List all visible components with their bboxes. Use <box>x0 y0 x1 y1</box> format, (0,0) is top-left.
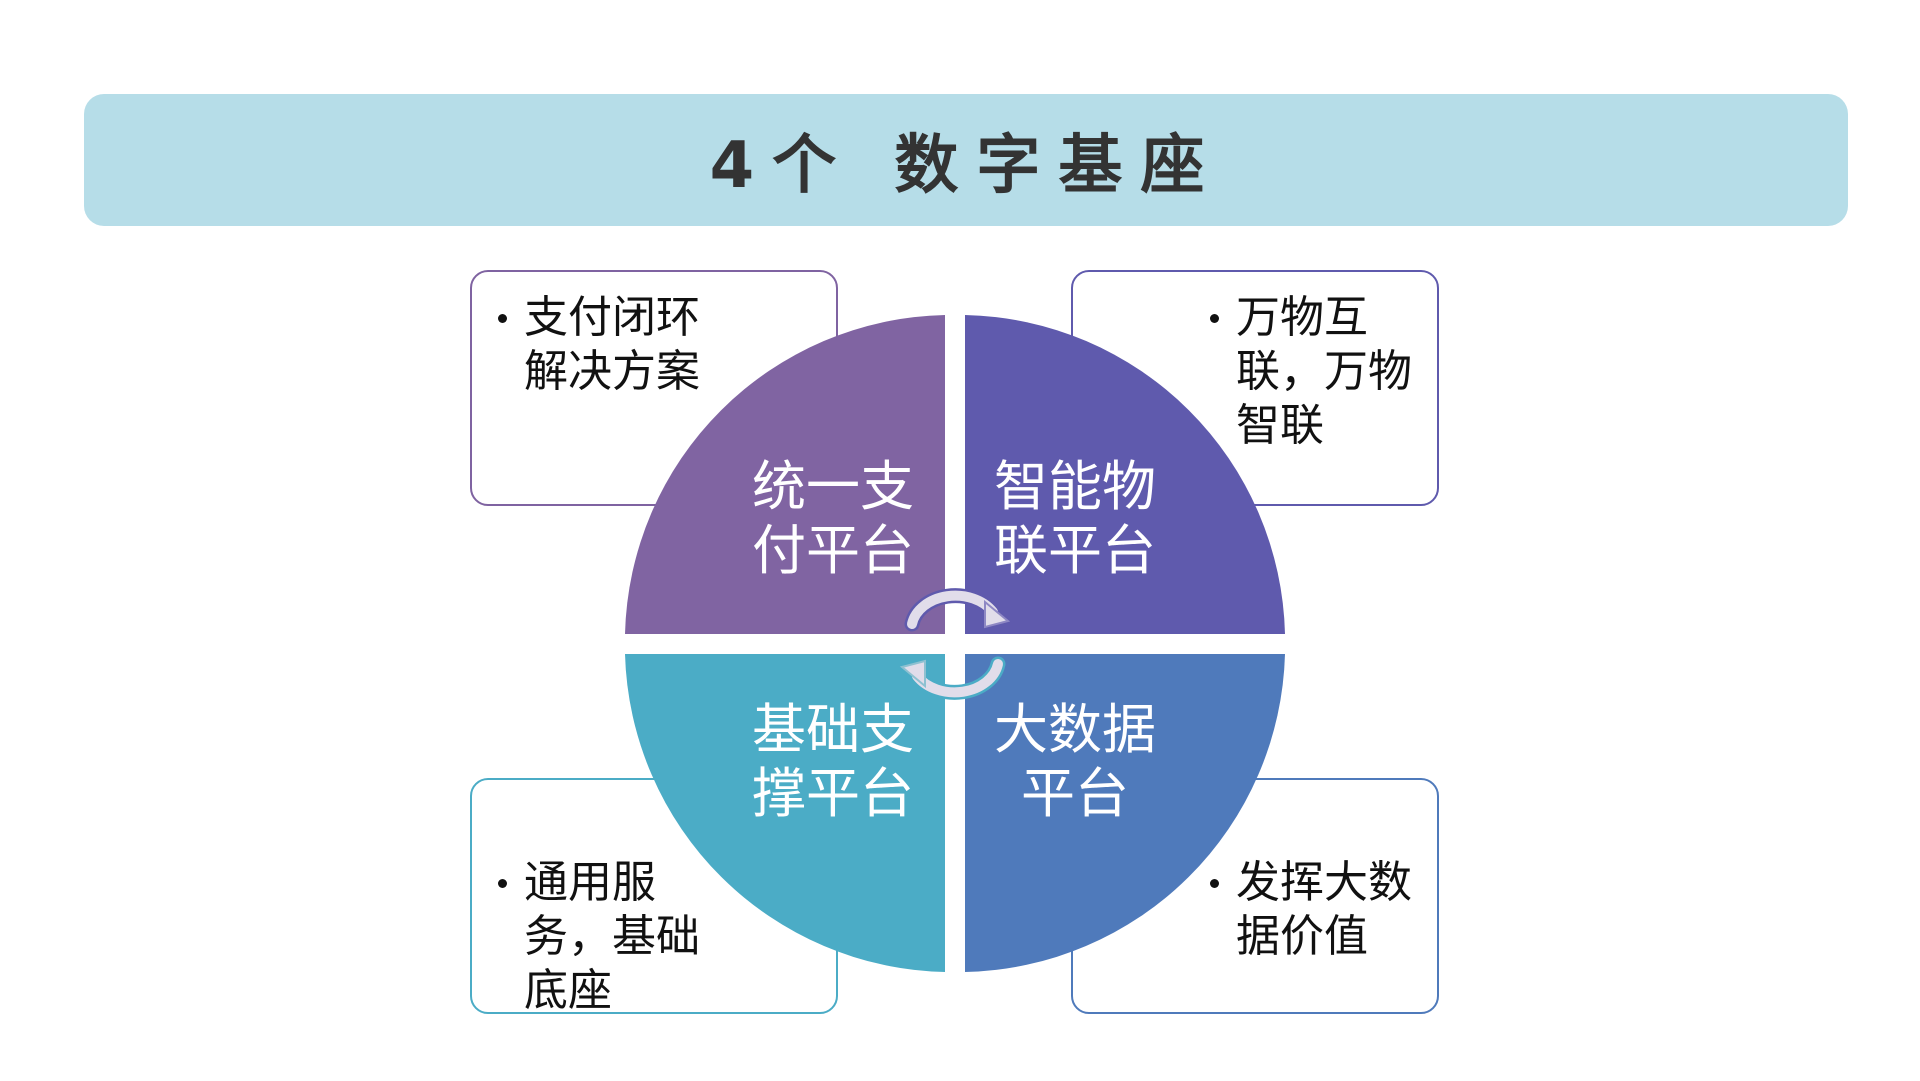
page-title: 4个 数字基座 <box>709 129 1223 203</box>
bullet-dot-icon <box>1210 879 1219 888</box>
bullet-payment: 支付闭环解决方案 <box>498 291 724 399</box>
bullet-infrastructure: 通用服务，基础底座 <box>498 856 724 1018</box>
bullet-dot-icon <box>498 879 507 888</box>
bullet-text: 发挥大数据价值 <box>1236 857 1412 962</box>
quadrant-label-bigdata: 大数据平台 <box>994 698 1156 825</box>
bullet-iot: 万物互联，万物智联 <box>1210 291 1436 453</box>
quadrant-bottom-right <box>965 654 1285 972</box>
quadrant-label-payment: 统一支付平台 <box>752 455 914 582</box>
bullet-dot-icon <box>498 314 507 323</box>
quadrant-label-iot: 智能物联平台 <box>994 455 1156 582</box>
bullet-bigdata: 发挥大数据价值 <box>1210 856 1436 964</box>
bullet-text: 万物互联，万物智联 <box>1236 292 1412 451</box>
bullet-dot-icon <box>1210 314 1219 323</box>
quadrant-top-right <box>965 315 1285 634</box>
cycle-arrows-icon <box>899 588 1011 700</box>
quadrant-bottom-left <box>625 654 945 972</box>
bullet-text: 支付闭环解决方案 <box>524 292 700 397</box>
title-banner: 4个 数字基座 <box>84 94 1848 226</box>
quadrant-label-infrastructure: 基础支撑平台 <box>752 698 914 825</box>
quadrant-top-left <box>625 315 945 634</box>
bullet-text: 通用服务，基础底座 <box>524 857 700 1016</box>
